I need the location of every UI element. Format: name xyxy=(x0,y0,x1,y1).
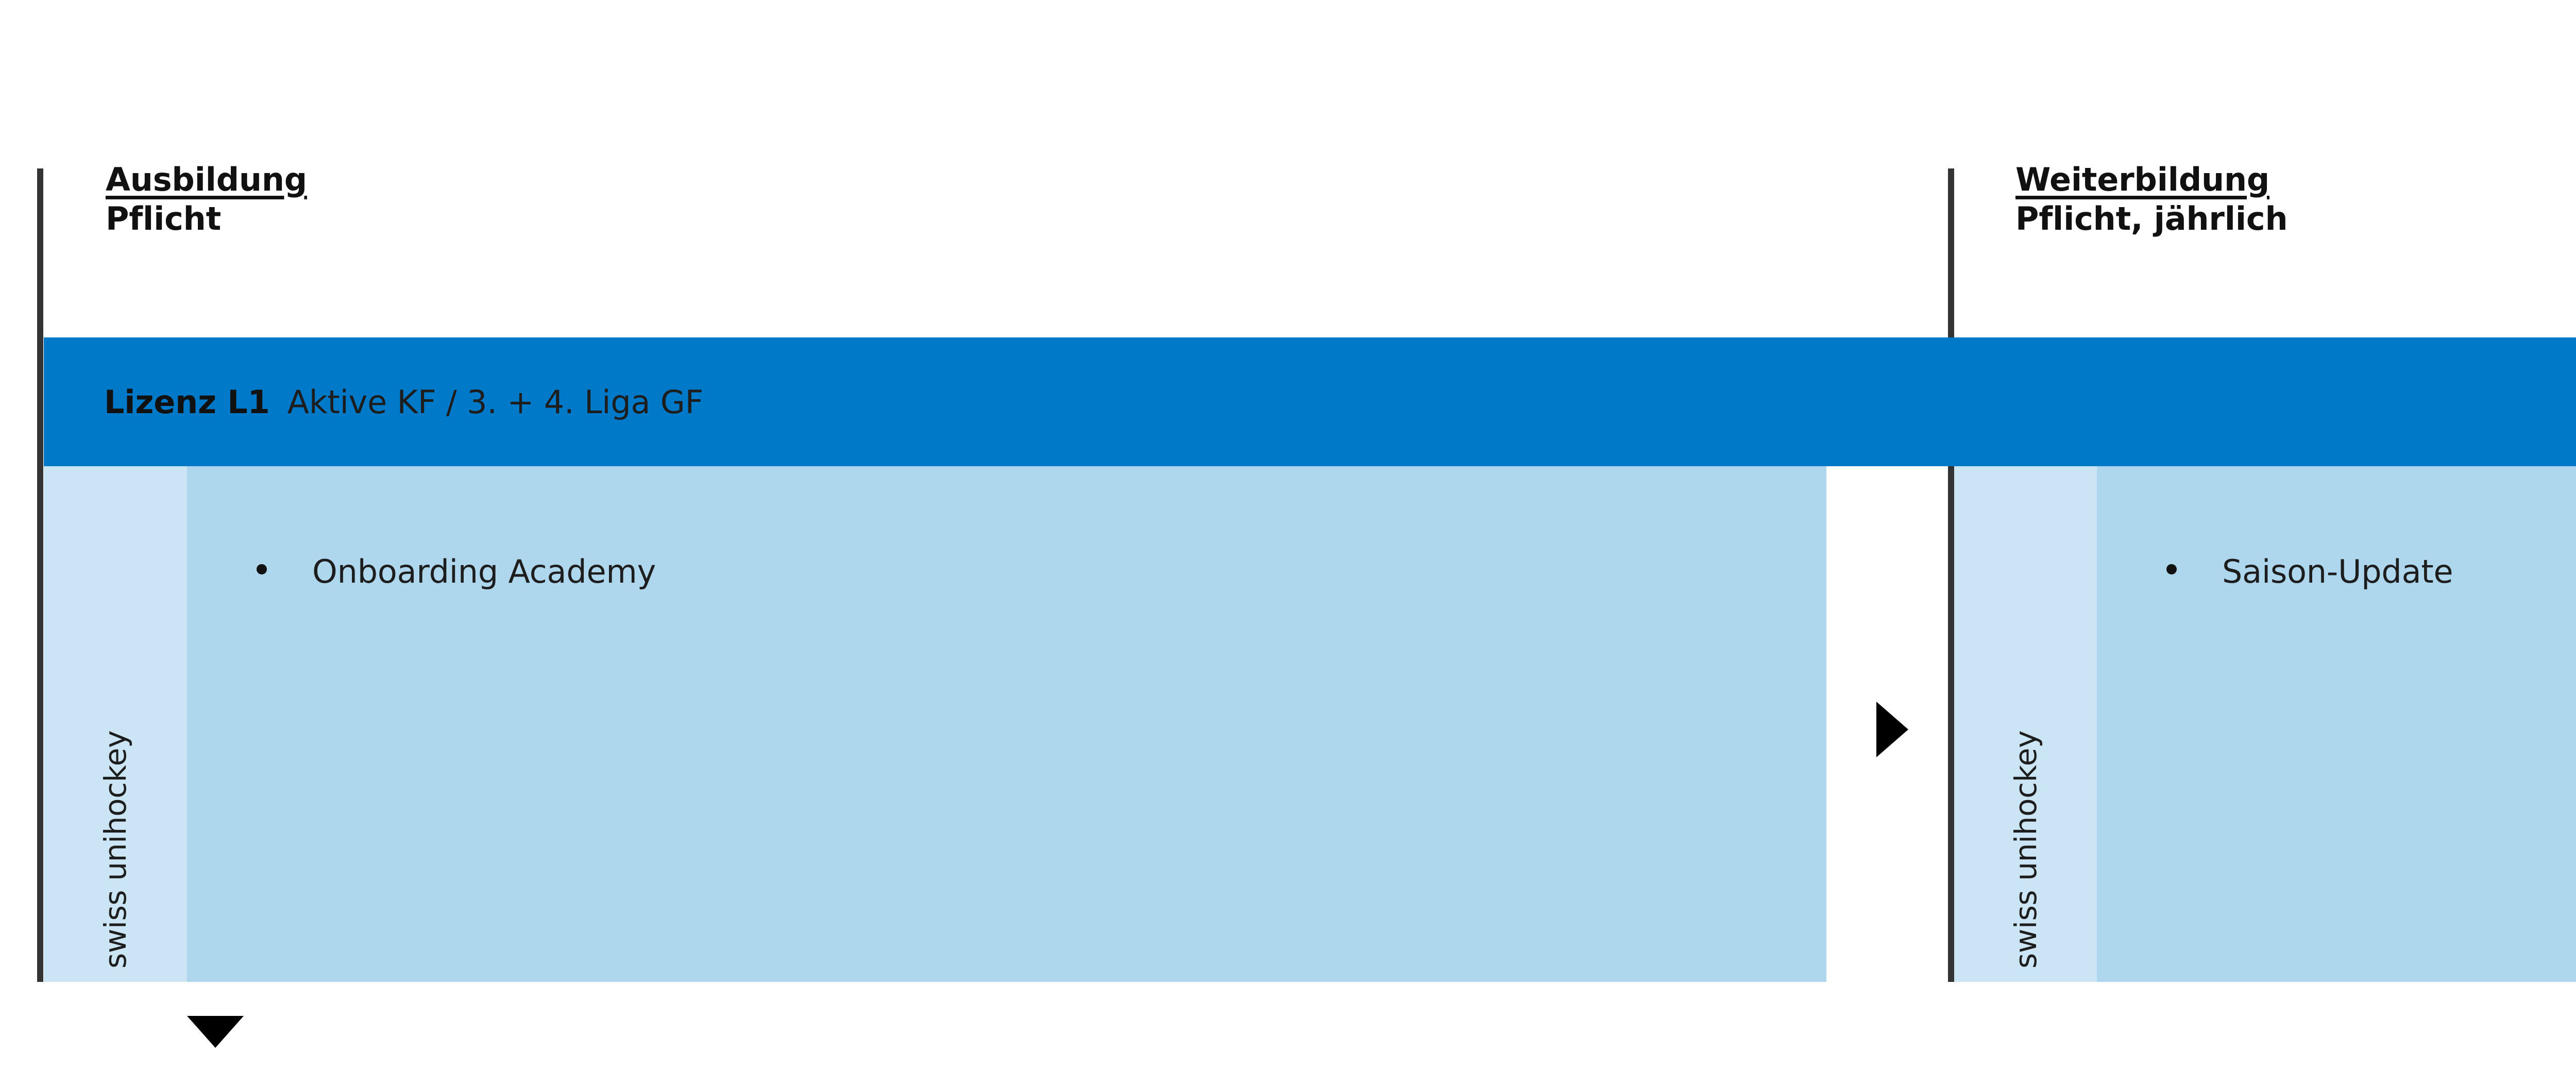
bullet-point-icon xyxy=(257,564,267,574)
column-subtitle-weiterbildung: Pflicht, jährlich xyxy=(2015,200,2288,238)
licence-bar: Lizenz L1 Aktive KF / 3. + 4. Liga GF xyxy=(44,337,2576,466)
list-item-label: Onboarding Academy xyxy=(312,553,656,590)
weiterbildung-panel: swiss unihockey Saison-Update xyxy=(1954,466,2576,982)
licence-code: Lizenz L1 xyxy=(104,383,270,421)
licence-description: Aktive KF / 3. + 4. Liga GF xyxy=(287,383,704,421)
brand-strip-weiterbildung: swiss unihockey xyxy=(1954,466,2097,982)
weiterbildung-item-list: Saison-Update xyxy=(2097,466,2576,982)
down-triangle-icon xyxy=(187,1016,244,1048)
ausbildung-item-list: Onboarding Academy xyxy=(187,466,1826,982)
brand-label-ausbildung: swiss unihockey xyxy=(98,731,133,969)
brand-strip-ausbildung: swiss unihockey xyxy=(44,466,187,982)
column-subtitle-ausbildung: Pflicht xyxy=(106,200,222,238)
list-item[interactable]: Onboarding Academy xyxy=(257,553,656,590)
list-item[interactable]: Saison-Update xyxy=(2166,553,2453,590)
column-header-ausbildung: Ausbildung Pflicht xyxy=(106,163,307,237)
list-item-label: Saison-Update xyxy=(2222,553,2453,590)
column-rule-weiterbildung xyxy=(1948,168,1954,982)
column-header-weiterbildung: Weiterbildung Pflicht, jährlich xyxy=(2015,161,2288,238)
brand-label-weiterbildung: swiss unihockey xyxy=(2008,731,2043,969)
ausbildung-panel: swiss unihockey Onboarding Academy xyxy=(44,466,1826,982)
bullet-point-icon xyxy=(2166,564,2177,574)
column-title-weiterbildung: Weiterbildung xyxy=(2015,161,2270,198)
column-title-ausbildung: Ausbildung xyxy=(106,161,307,198)
column-rule-ausbildung xyxy=(37,168,43,982)
right-triangle-icon xyxy=(1876,702,1908,757)
